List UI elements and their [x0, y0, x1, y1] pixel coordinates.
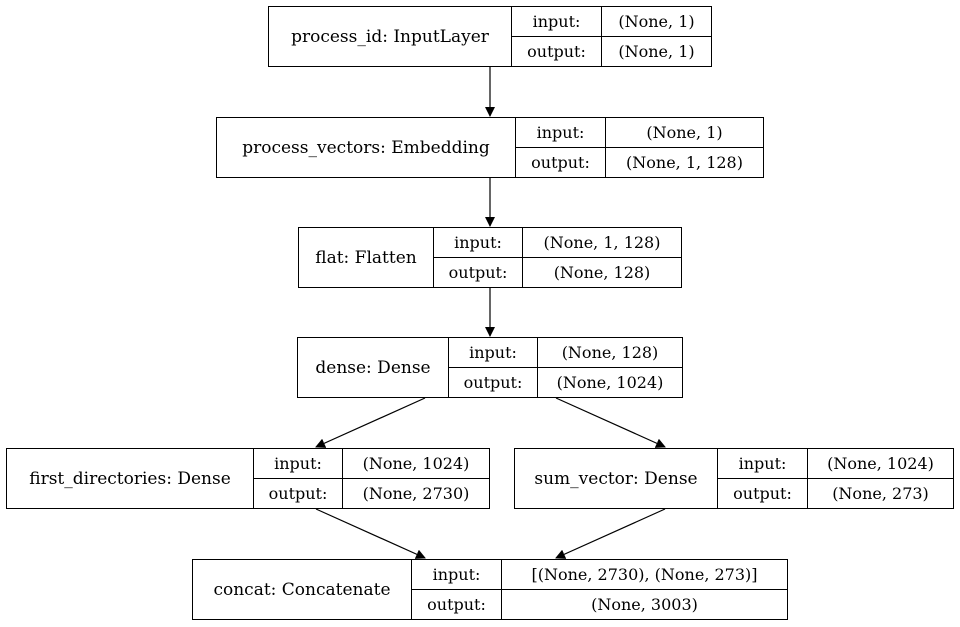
edge-dense-to-first-directories	[315, 397, 426, 448]
input-label: input:	[254, 449, 342, 479]
layer-name: flat: Flatten	[299, 228, 434, 287]
edge-dense-to-sum-vector	[555, 397, 666, 448]
output-shape: (None, 1, 128)	[626, 153, 743, 172]
layer-name: process_id: InputLayer	[269, 7, 512, 66]
input-shape: (None, 1)	[606, 118, 763, 148]
input-shape: (None, 1)	[602, 7, 711, 37]
layer-node-flat: flat: Flatten input: output: (None, 1, 1…	[298, 227, 682, 288]
layer-node-first-directories: first_directories: Dense input: output: …	[6, 448, 490, 509]
output-shape: (None, 128)	[553, 263, 651, 282]
layer-name: dense: Dense	[298, 338, 449, 397]
output-label: output:	[733, 484, 792, 503]
input-label: input:	[412, 560, 501, 590]
output-label: output:	[268, 484, 328, 503]
output-label: output:	[531, 153, 590, 172]
input-shape: (None, 1, 128)	[523, 228, 681, 258]
output-shape: (None, 1024)	[556, 373, 664, 392]
layer-name: sum_vector: Dense	[515, 449, 718, 508]
layer-node-concat: concat: Concatenate input: output: [(Non…	[192, 559, 788, 620]
layer-name: first_directories: Dense	[7, 449, 254, 508]
input-shape: (None, 1024)	[343, 449, 489, 479]
input-label: input:	[512, 7, 601, 37]
layer-node-process-vectors: process_vectors: Embedding input: output…	[216, 117, 764, 178]
layer-node-process-id: process_id: InputLayer input: output: (N…	[268, 6, 712, 67]
layer-node-dense: dense: Dense input: output: (None, 128) …	[297, 337, 683, 398]
layer-name: process_vectors: Embedding	[217, 118, 516, 177]
output-shape: (None, 3003)	[591, 595, 698, 614]
input-label: input:	[434, 228, 522, 258]
input-shape: [(None, 2730), (None, 273)]	[502, 560, 787, 590]
edge-first-directories-to-concat	[315, 508, 426, 559]
output-label: output:	[448, 263, 508, 282]
output-shape: (None, 273)	[832, 484, 929, 503]
layer-node-sum-vector: sum_vector: Dense input: output: (None, …	[514, 448, 954, 509]
layer-name: concat: Concatenate	[193, 560, 412, 619]
output-label: output:	[427, 595, 486, 614]
input-label: input:	[449, 338, 537, 368]
input-label: input:	[718, 449, 807, 479]
output-shape: (None, 2730)	[362, 484, 470, 503]
edge-sum-vector-to-concat	[555, 508, 666, 559]
output-label: output:	[463, 373, 523, 392]
input-label: input:	[516, 118, 605, 148]
output-label: output:	[527, 42, 586, 61]
input-shape: (None, 128)	[538, 338, 682, 368]
output-shape: (None, 1)	[618, 42, 695, 61]
input-shape: (None, 1024)	[808, 449, 953, 479]
